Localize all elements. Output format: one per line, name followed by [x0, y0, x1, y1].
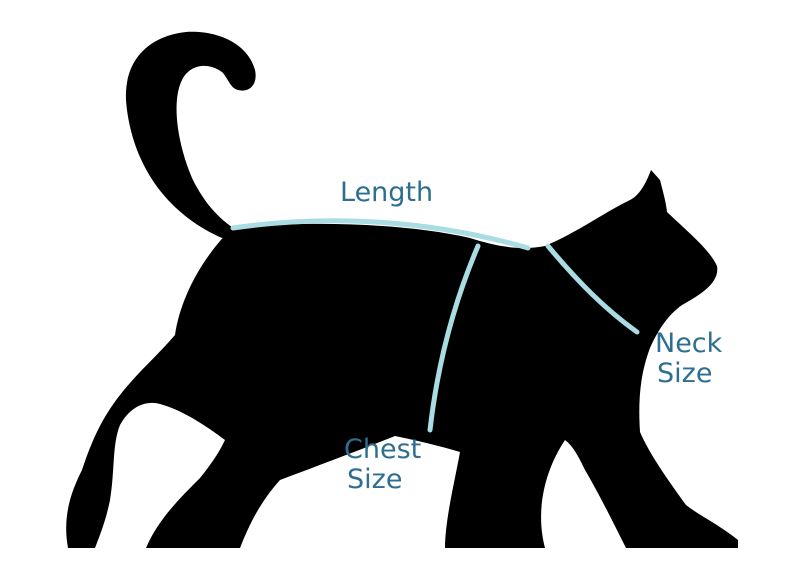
- cat-silhouette: [66, 31, 739, 548]
- cat-tail: [125, 31, 256, 239]
- neck-size-label-line1: Neck: [655, 328, 723, 359]
- chest-measure-line: [427, 243, 481, 433]
- chest-size-label-line2: Size: [347, 464, 402, 495]
- neck-size-label-line2: Size: [657, 358, 712, 389]
- length-measure-line: [230, 218, 531, 251]
- length-label: Length: [340, 177, 433, 208]
- chest-size-label-line1: Chest: [344, 434, 421, 465]
- cat-body: [66, 170, 739, 548]
- neck-measure-line: [545, 243, 640, 335]
- measurement-lines: [230, 218, 640, 433]
